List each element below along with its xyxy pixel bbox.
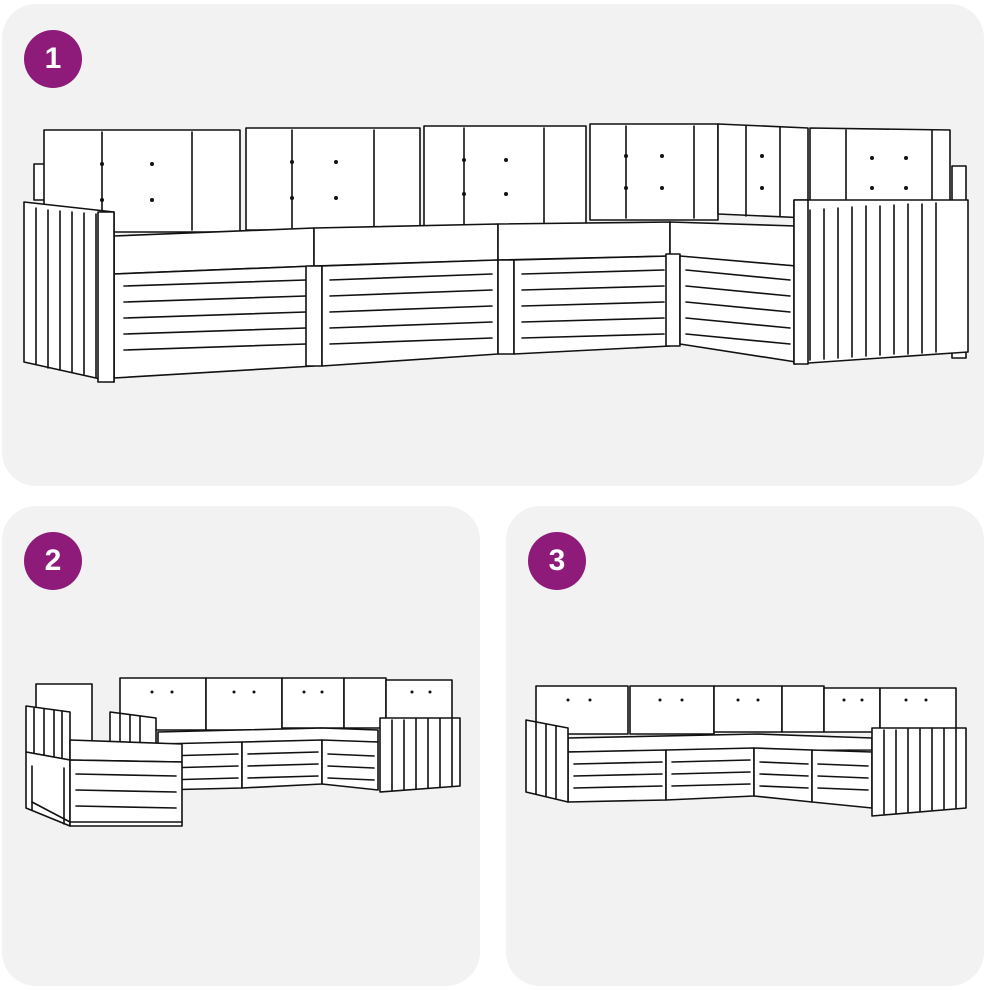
step-1-badge: 1: [24, 30, 82, 88]
step-1-panel: 1: [2, 4, 984, 486]
base-frame: [513, 253, 681, 355]
sofa-sectional-complete-icon: [525, 685, 967, 817]
step-2-panel: 2: [2, 506, 480, 986]
base-frame: [321, 259, 515, 367]
left-armrest: [23, 201, 115, 383]
back-cushion: [809, 127, 951, 211]
base-frame: [679, 255, 797, 363]
step-3-badge: 3: [528, 532, 586, 590]
back-cushion: [423, 125, 587, 227]
right-armrest: [793, 199, 969, 365]
step-3-panel: 3: [506, 506, 984, 986]
back-cushion: [589, 123, 719, 221]
back-cushion: [245, 127, 421, 231]
base-frame: [113, 265, 323, 379]
detached-module: [25, 683, 183, 827]
sofa-module-attach-icon: [25, 677, 461, 827]
sofa-sectional-assembled-icon: [23, 123, 969, 383]
step-2-badge: 2: [24, 532, 82, 590]
